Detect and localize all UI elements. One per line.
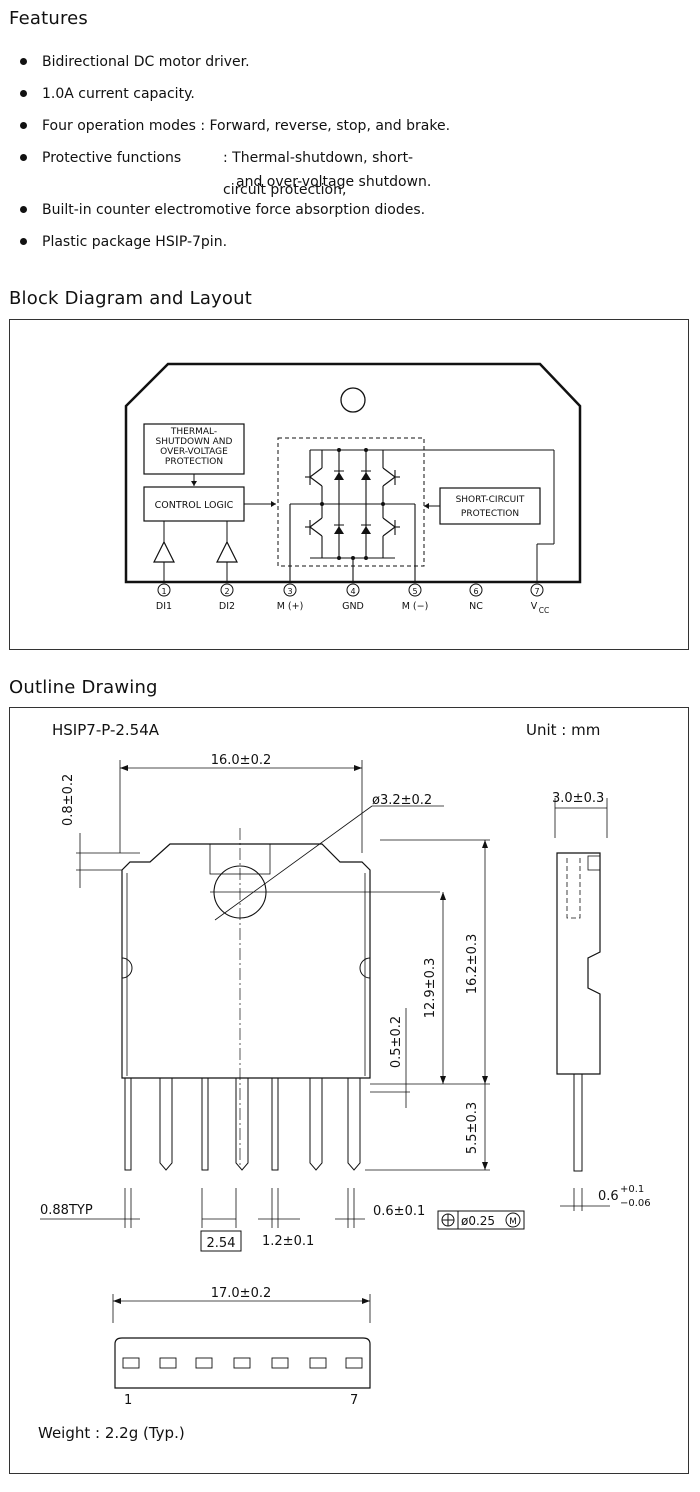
feature-item-detail-cont: and over-voltage shutdown. [236, 174, 432, 190]
block-diagram-heading: Block Diagram and Layout [9, 288, 252, 309]
features-list: Bidirectional DC motor driver. 1.0A curr… [20, 46, 450, 258]
pin-last-label: 7 [350, 1393, 358, 1408]
mounting-hole [340, 387, 366, 413]
thermal-line: SHUTDOWN AND [156, 437, 233, 447]
pin-7-marker [530, 583, 544, 597]
pin-2-number: 2 [224, 587, 229, 596]
dim-lead-length: 5.5±0.3 [465, 1102, 480, 1154]
pin-6-number: 6 [473, 587, 478, 596]
thermal-line: OVER-VOLTAGE [160, 447, 228, 457]
side-view-body [556, 852, 601, 1075]
dim-lead-thk-minus: −0.06 [620, 1198, 651, 1209]
weight-label: Weight : 2.2g (Typ.) [38, 1424, 185, 1442]
thermal-line: PROTECTION [165, 457, 223, 467]
input-buffer-1 [153, 540, 175, 563]
dim-hole: ø3.2±0.2 [372, 793, 432, 808]
short-circuit-line: PROTECTION [461, 509, 519, 519]
lead-pads [122, 1357, 363, 1369]
pin-6-label: NC [469, 601, 483, 612]
dim-width: 16.0±0.2 [211, 753, 272, 768]
transistor-array [289, 450, 416, 582]
dim-height: 16.2±0.3 [465, 934, 480, 995]
package-outline [124, 362, 582, 584]
pin-4-marker [346, 583, 360, 597]
pin-1-label: DI1 [156, 601, 172, 612]
feature-item: Bidirectional DC motor driver. [20, 46, 450, 78]
pin-7-subscript: CC [539, 606, 549, 615]
dim-lead-t: 0.6±0.1 [373, 1204, 425, 1219]
feature-item: Four operation modes : Forward, reverse,… [20, 110, 450, 142]
feature-item: Protective functions : Thermal-shutdown, … [20, 142, 450, 198]
pin-2-label: DI2 [219, 601, 235, 612]
pin-5-label: M (−) [402, 601, 429, 612]
pin-1-number: 1 [161, 587, 166, 596]
input-buffer-2 [216, 540, 238, 563]
tolerance-mark: M [509, 1217, 517, 1227]
feature-item: Built-in counter electromotive force abs… [20, 194, 450, 226]
dim-length: 17.0±0.2 [211, 1286, 272, 1301]
bottom-view-body [114, 1337, 371, 1389]
block-diagram-box: THERMAL- SHUTDOWN AND OVER-VOLTAGE PROTE… [9, 319, 689, 650]
features-heading: Features [9, 8, 88, 29]
block-diagram: THERMAL- SHUTDOWN AND OVER-VOLTAGE PROTE… [124, 362, 582, 615]
package-code: HSIP7-P-2.54A [52, 721, 160, 739]
dim-lead-width: 1.2±0.1 [262, 1234, 314, 1249]
control-logic-label: CONTROL LOGIC [155, 500, 234, 511]
pin-1-marker [157, 583, 171, 597]
pin-first-label: 1 [124, 1393, 132, 1408]
feature-item: Plastic package HSIP-7pin. [20, 226, 450, 258]
feature-item-label: Protective functions [42, 150, 182, 166]
dim-lead-thk-plus: +0.1 [620, 1184, 644, 1195]
dim-tab: 0.8±0.2 [61, 774, 76, 826]
dim-thickness: 3.0±0.3 [552, 791, 604, 806]
feature-item: 1.0A current capacity. [20, 78, 450, 110]
short-circuit-line: SHORT-CIRCUIT [456, 495, 525, 505]
pin-3-number: 3 [287, 587, 292, 596]
dim-pitch: 2.54 [207, 1236, 236, 1251]
package-body [121, 843, 371, 1079]
dim-hole-pos: 12.9±0.3 [423, 958, 438, 1019]
dim-tolerance: ø0.25 [461, 1214, 495, 1228]
thermal-line: THERMAL- [170, 427, 217, 437]
outline-drawing: HSIP7-P-2.54A Unit : mm 16.0±0.2 ø3.2±0.… [38, 721, 651, 1442]
pin-6-marker [469, 583, 483, 597]
pin-labels: 1 DI1 2 DI2 3 M (+) 4 GND 5 M (−) 6 NC 7… [156, 583, 549, 615]
lead-array [124, 1078, 361, 1171]
pin-3-label: M (+) [277, 601, 304, 612]
pin-7-label: V [531, 601, 538, 612]
dim-lead-typ: 0.88TYP [40, 1203, 93, 1218]
outline-box: HSIP7-P-2.54A Unit : mm 16.0±0.2 ø3.2±0.… [9, 707, 689, 1474]
pitch-box [200, 1230, 242, 1252]
pin-7-number: 7 [534, 587, 539, 596]
pin-4-number: 4 [350, 587, 355, 596]
pin-3-marker [283, 583, 297, 597]
pin-4-label: GND [342, 601, 364, 612]
dim-lead-thk: 0.6 [598, 1189, 619, 1204]
outline-heading: Outline Drawing [9, 677, 158, 698]
pin-5-marker [408, 583, 422, 597]
unit-label: Unit : mm [526, 721, 600, 739]
h-bridge-region [277, 437, 425, 567]
pin-5-number: 5 [412, 587, 417, 596]
diode-array [320, 448, 385, 560]
pin-2-marker [220, 583, 234, 597]
tolerance-frame [437, 1210, 525, 1230]
dim-standoff: 0.5±0.2 [389, 1016, 404, 1068]
feature-item-detail: : Thermal-shutdown, short-circuit protec… [223, 150, 414, 198]
